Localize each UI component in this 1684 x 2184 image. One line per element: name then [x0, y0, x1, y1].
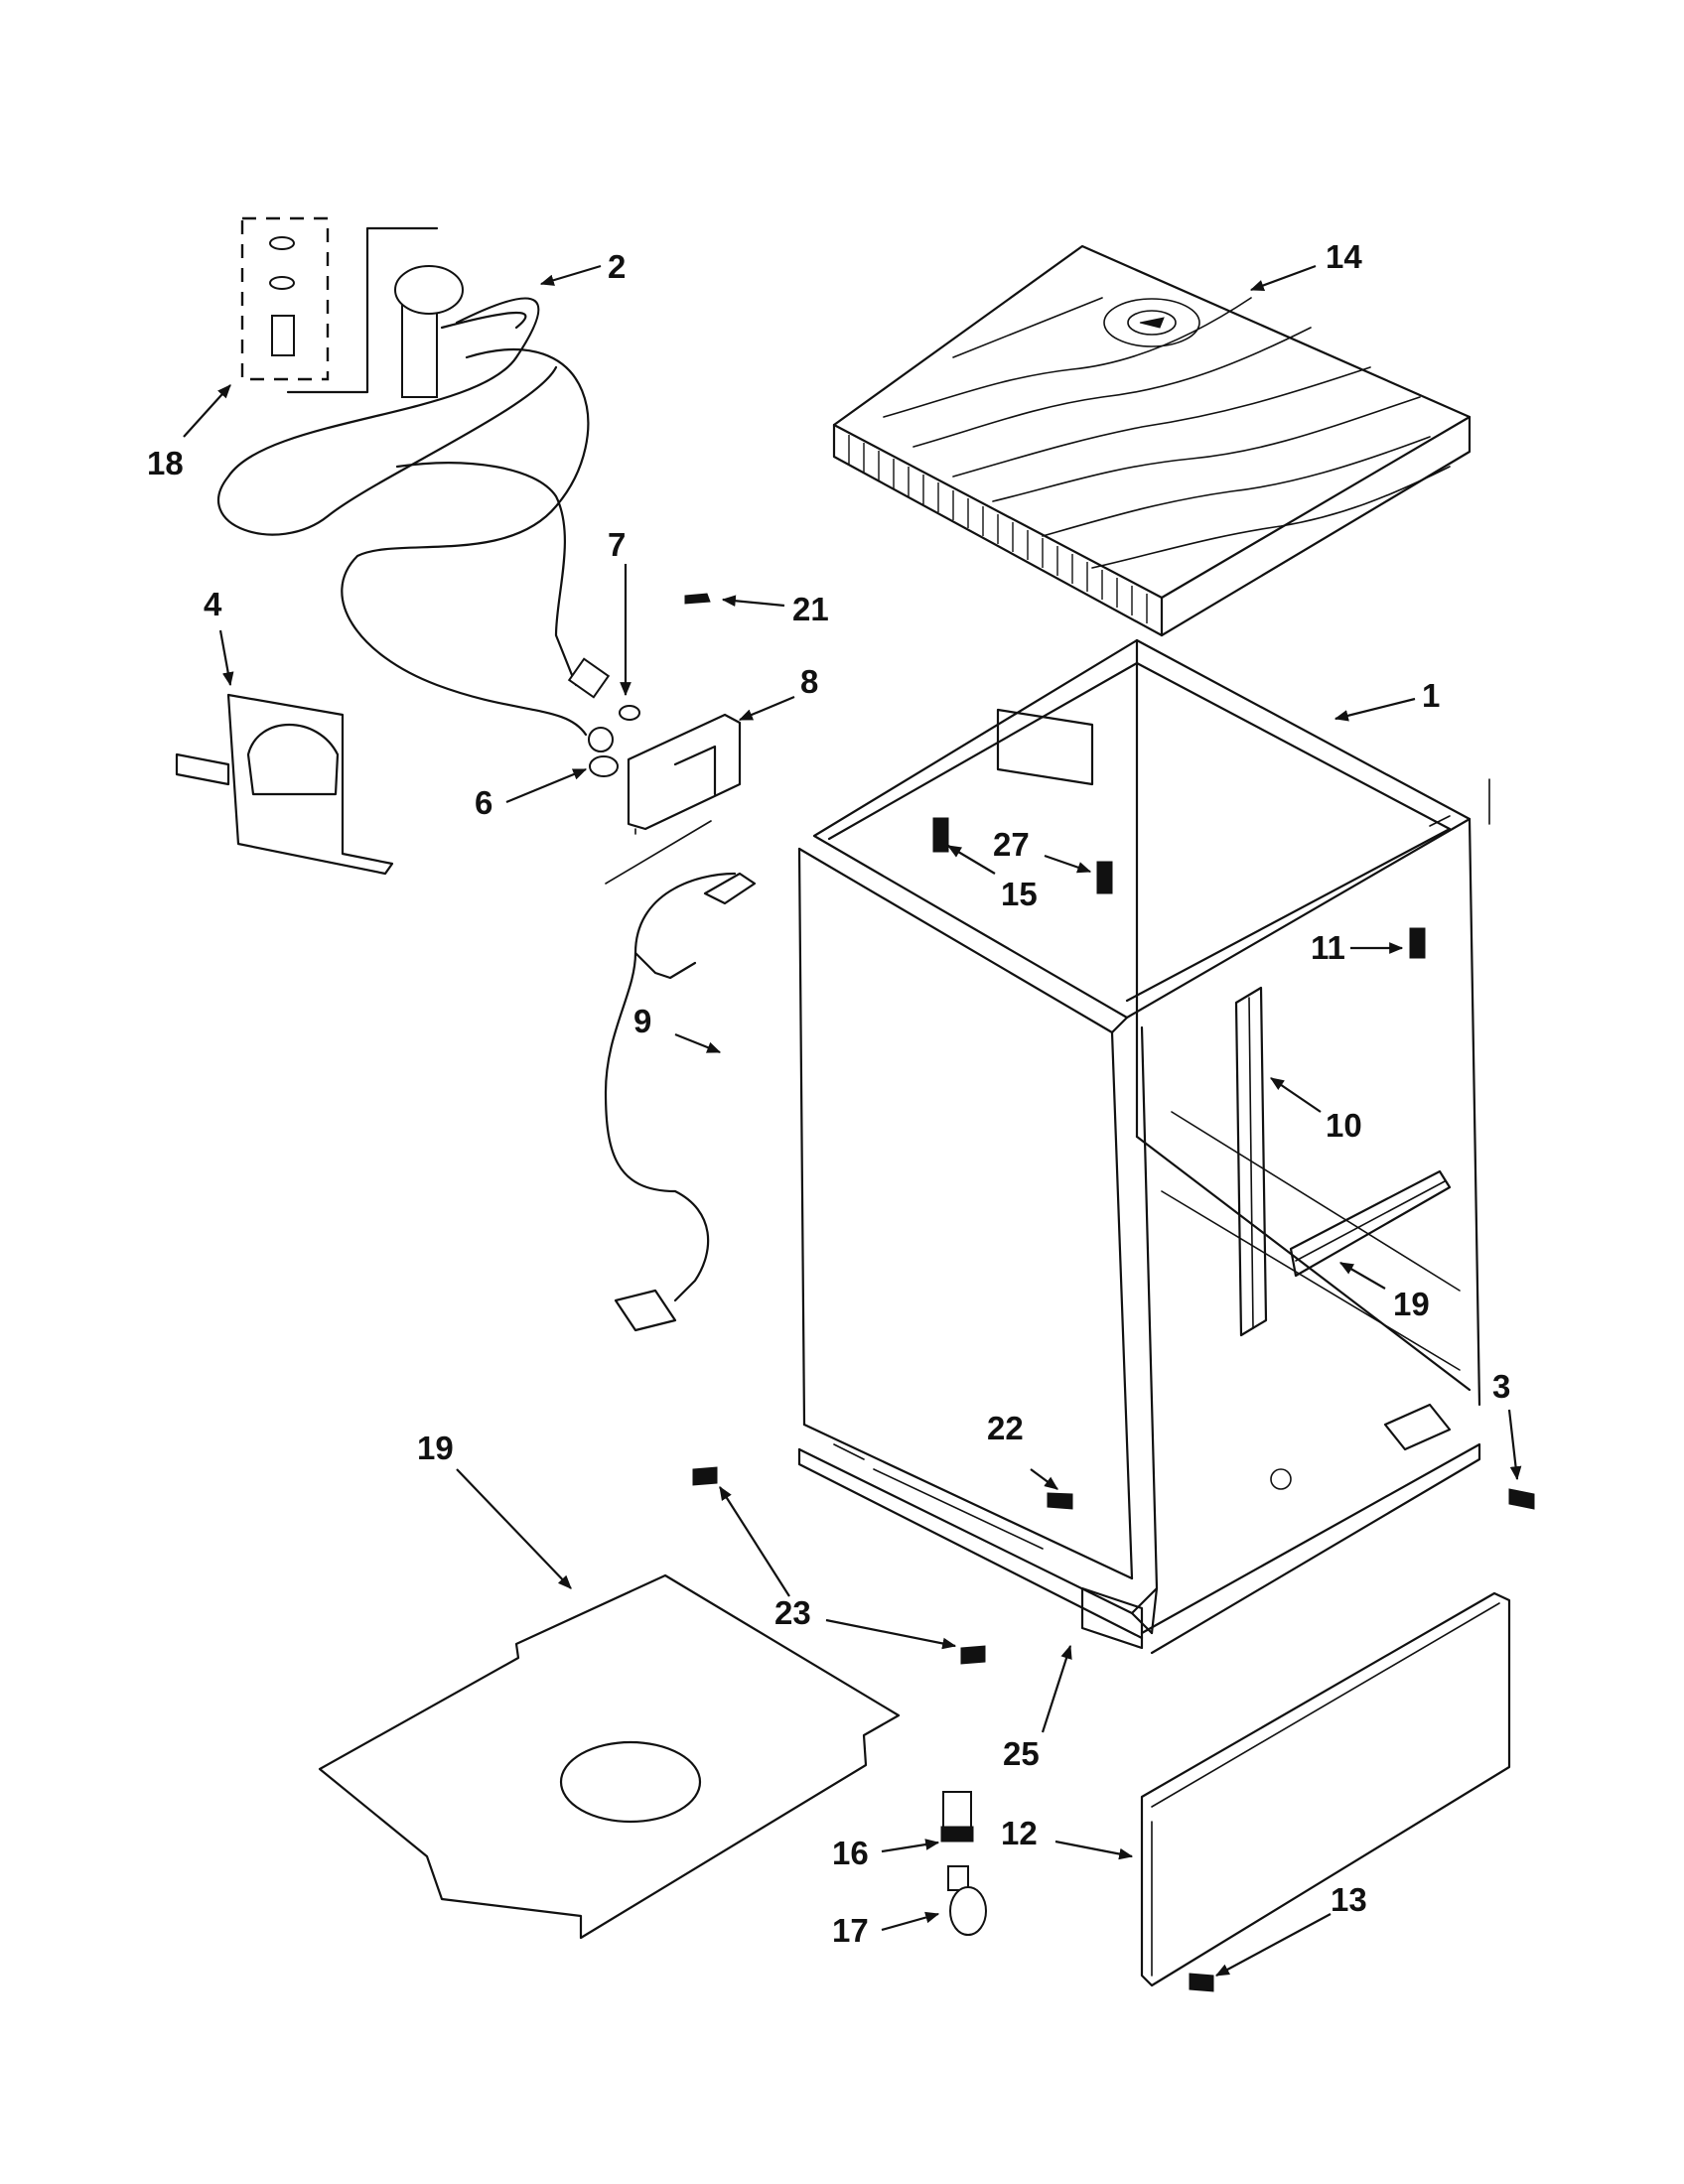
- callout-13: 13: [1331, 1881, 1367, 1918]
- screw-24: [1047, 1492, 1073, 1510]
- screw-3: [1508, 1488, 1535, 1510]
- callout-17: 17: [832, 1912, 869, 1949]
- cabinet-frame: [797, 638, 1490, 1655]
- callout-27: 27: [993, 826, 1030, 863]
- leveling-leg: [940, 1791, 974, 1843]
- callout-24: 22: [987, 1410, 1024, 1446]
- callout-19: 19: [417, 1430, 454, 1466]
- toe-kick-panel: [1140, 1591, 1511, 1987]
- washer: [619, 705, 640, 721]
- callout-7: 7: [608, 526, 626, 563]
- callout-3: 3: [1492, 1368, 1510, 1405]
- screw-27: [1096, 861, 1113, 894]
- callout-8: 8: [800, 663, 818, 700]
- hose-assembly: [217, 226, 614, 752]
- screw-11: [1409, 927, 1426, 959]
- screw-23b: [960, 1645, 986, 1665]
- callout-11: 11: [1311, 929, 1345, 966]
- vertical-rail: [1234, 986, 1268, 1337]
- callout-16: 16: [832, 1835, 869, 1871]
- screw-15: [932, 817, 949, 853]
- callout-9: 9: [633, 1003, 651, 1039]
- callout-6: 6: [475, 784, 492, 821]
- insulation-pad: [318, 1573, 901, 1940]
- screw-23a: [692, 1466, 718, 1486]
- callout-15: 15: [1001, 876, 1038, 912]
- callout-14: 14: [1326, 238, 1362, 275]
- cover-plate: [605, 713, 742, 885]
- callout-23a: 23: [774, 1594, 811, 1631]
- screw-13: [1189, 1973, 1214, 1992]
- callout-21: 21: [792, 591, 829, 627]
- wood-top-panel: [832, 244, 1472, 637]
- drain-bracket: [175, 693, 394, 876]
- callout-4: 4: [204, 586, 222, 622]
- callout-2: 2: [608, 248, 626, 285]
- power-cord: [604, 872, 757, 1332]
- callouts: 2 18 14 1 21 7 8 4 6 27 15 11 9 10 19 3: [147, 238, 1522, 1977]
- callout-12: 12: [1001, 1815, 1038, 1851]
- screw-21: [684, 593, 711, 605]
- side-bracket: [1289, 1169, 1452, 1278]
- caster-wheel: [947, 1865, 987, 1936]
- callout-10: 10: [1326, 1107, 1362, 1144]
- hose-nut: [589, 755, 619, 777]
- callout-1: 1: [1422, 677, 1440, 714]
- callout-22: 19: [1393, 1286, 1430, 1322]
- callout-25: 25: [1003, 1735, 1040, 1772]
- fitting-kit-box: [240, 216, 330, 381]
- callout-18: 18: [147, 445, 184, 481]
